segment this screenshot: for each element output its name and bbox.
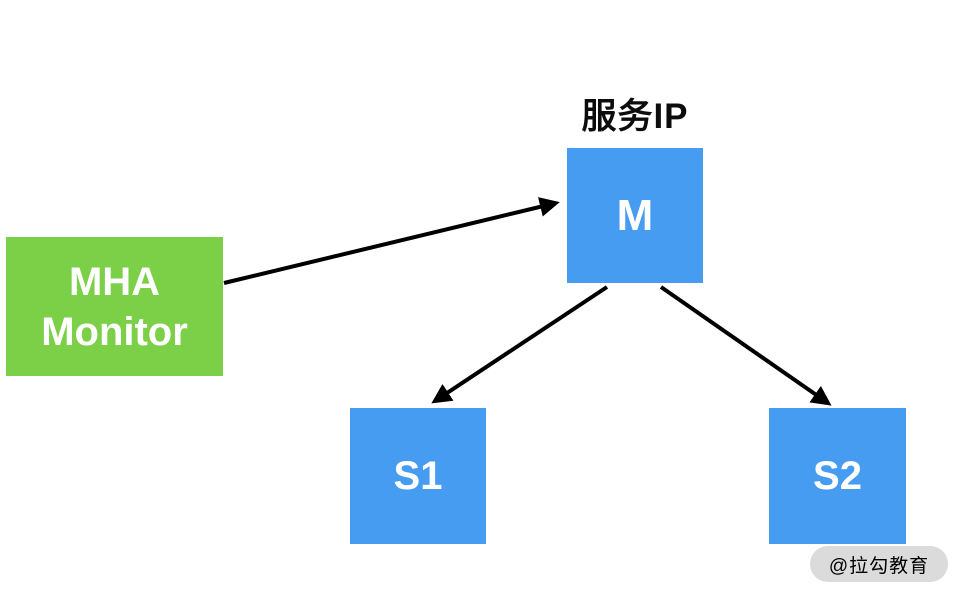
edge-master-to-slave1-arrow [431,285,609,404]
master-label: M [616,190,654,240]
watermark-text: @拉勾教育 [828,555,930,577]
node-slave2: S2 [769,408,906,544]
service-ip-label: 服务IP [581,97,689,136]
slave2-label: S2 [813,453,862,498]
node-mha-monitor: MHA Monitor [6,237,223,376]
slave1-label: S1 [393,453,443,498]
mha-monitor-label-line1: MHA [68,259,161,304]
edge-monitor-to-master-arrow [223,197,560,285]
edge-master-to-slave2-arrow [659,285,832,406]
node-master: M [567,148,703,283]
watermark-badge: @拉勾教育 [810,546,948,582]
mha-monitor-label-line2: Monitor [41,309,188,354]
node-slave1: S1 [350,408,486,544]
